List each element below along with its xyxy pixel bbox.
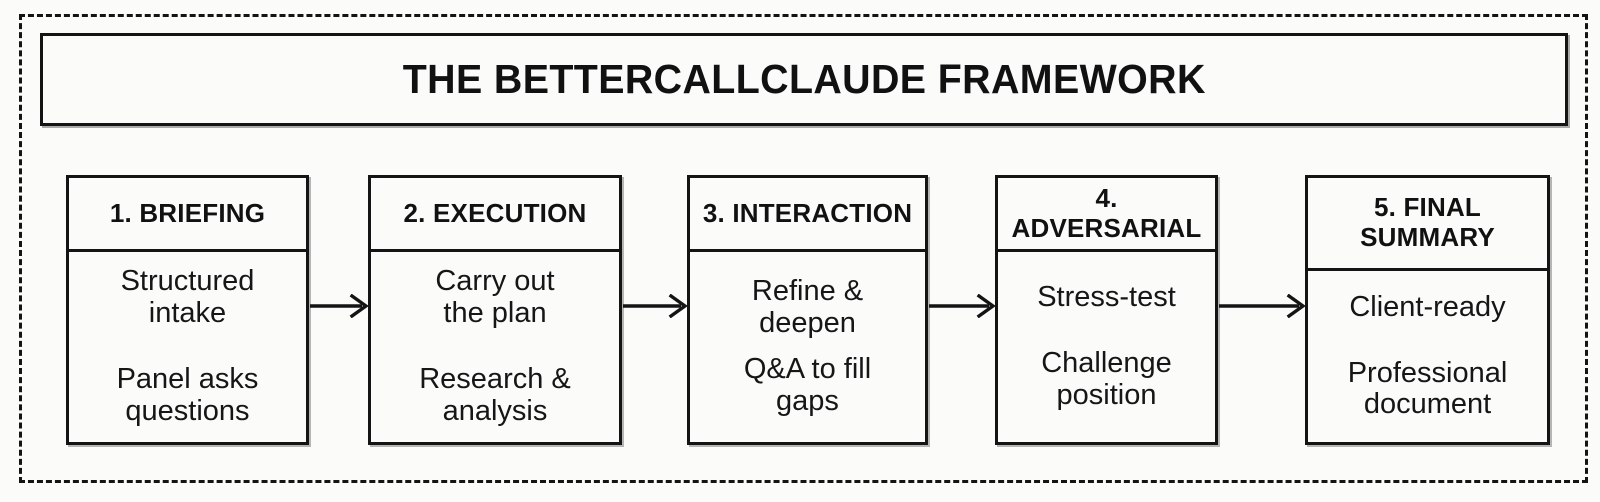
diagram-outer-dashed-frame: [19, 14, 1588, 483]
stage-header-briefing: 1. BRIEFING: [69, 178, 306, 252]
stage-header-execution: 2. EXECUTION: [371, 178, 619, 252]
stage-body-adversarial: Stress-test Challenge position: [998, 252, 1215, 442]
stage-body-briefing: Structured intake Panel asks questions: [69, 252, 306, 442]
stage-box-briefing[interactable]: 1. BRIEFING Structured intake Panel asks…: [66, 175, 309, 445]
stage-body-line: Professional document: [1347, 356, 1508, 421]
stage-box-final-summary[interactable]: 5. FINAL SUMMARY Client-ready Profession…: [1305, 175, 1550, 445]
stage-box-adversarial[interactable]: 4. ADVERSARIAL Stress-test Challenge pos…: [995, 175, 1218, 445]
stage-header-adversarial: 4. ADVERSARIAL: [998, 178, 1215, 252]
stage-body-line: Panel asks questions: [116, 363, 259, 427]
stage-body-line: Q&A to fill gaps: [743, 353, 872, 417]
stage-title-execution: 2. EXECUTION: [403, 197, 587, 228]
stage-body-line: Research & analysis: [419, 363, 571, 427]
stage-title-final-summary: 5. FINAL SUMMARY: [1360, 192, 1495, 252]
stage-body-line: Client-ready: [1349, 290, 1506, 323]
stage-header-interaction: 3. INTERACTION: [690, 178, 925, 252]
stage-body-line: Refine & deepen: [751, 275, 864, 340]
stage-box-execution[interactable]: 2. EXECUTION Carry out the plan Research…: [368, 175, 622, 445]
stage-body-final-summary: Client-ready Professional document: [1308, 271, 1547, 442]
stage-body-execution: Carry out the plan Research & analysis: [371, 252, 619, 442]
stage-box-interaction[interactable]: 3. INTERACTION Refine & deepen Q&A to fi…: [687, 175, 928, 445]
stage-body-line: Challenge position: [1041, 347, 1172, 411]
diagram-title-banner: THE BETTERCALLCLAUDE FRAMEWORK: [40, 33, 1568, 126]
stage-title-adversarial: 4. ADVERSARIAL: [1011, 182, 1202, 243]
stage-title-interaction: 3. INTERACTION: [702, 197, 913, 228]
stage-body-line: Carry out the plan: [435, 265, 555, 330]
page-title: THE BETTERCALLCLAUDE FRAMEWORK: [402, 56, 1206, 102]
stage-body-line: Stress-test: [1037, 281, 1176, 314]
stage-body-interaction: Refine & deepen Q&A to fill gaps: [690, 252, 925, 442]
stage-header-final-summary: 5. FINAL SUMMARY: [1308, 178, 1547, 271]
stage-body-line: Structured intake: [120, 265, 255, 330]
stage-title-briefing: 1. BRIEFING: [109, 197, 266, 228]
